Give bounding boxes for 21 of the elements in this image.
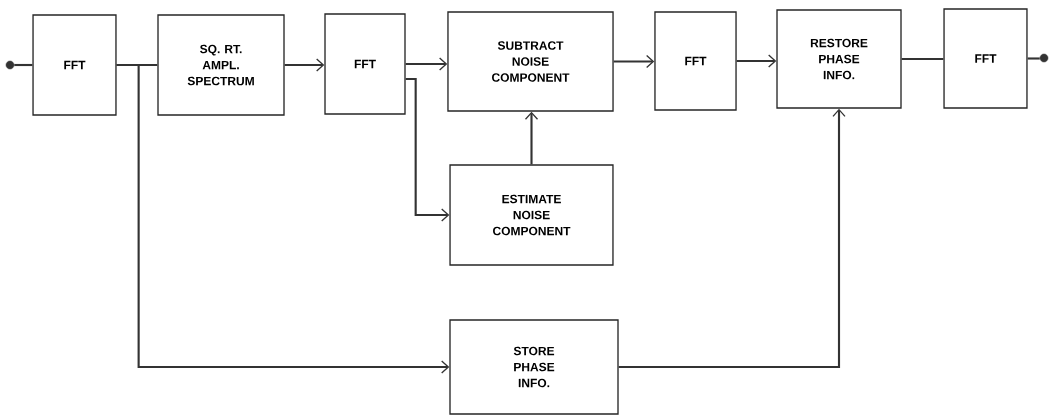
arrow [116, 63, 450, 374]
process-box: FFT [324, 13, 406, 115]
process-box: RESTORE PHASE INFO. [776, 9, 902, 109]
process-box: FFT [943, 8, 1028, 109]
process-box: SUBTRACT NOISE COMPONENT [447, 11, 614, 112]
arrow [405, 77, 450, 222]
process-box: STORE PHASE INFO. [449, 319, 619, 415]
process-box: SQ. RT. AMPL. SPECTRUM [157, 14, 285, 116]
arrow [618, 108, 846, 369]
arrow [405, 57, 448, 71]
process-box: FFT [32, 14, 117, 116]
connector-line [14, 63, 33, 67]
connector-line [901, 57, 944, 61]
arrow [613, 54, 655, 69]
arrow [284, 58, 325, 72]
process-box: ESTIMATE NOISE COMPONENT [449, 164, 614, 266]
arrow [524, 111, 539, 165]
arrow [736, 54, 777, 68]
connector-line [1027, 57, 1040, 60]
terminal-dot [1039, 53, 1049, 63]
process-box: FFT [654, 11, 737, 111]
